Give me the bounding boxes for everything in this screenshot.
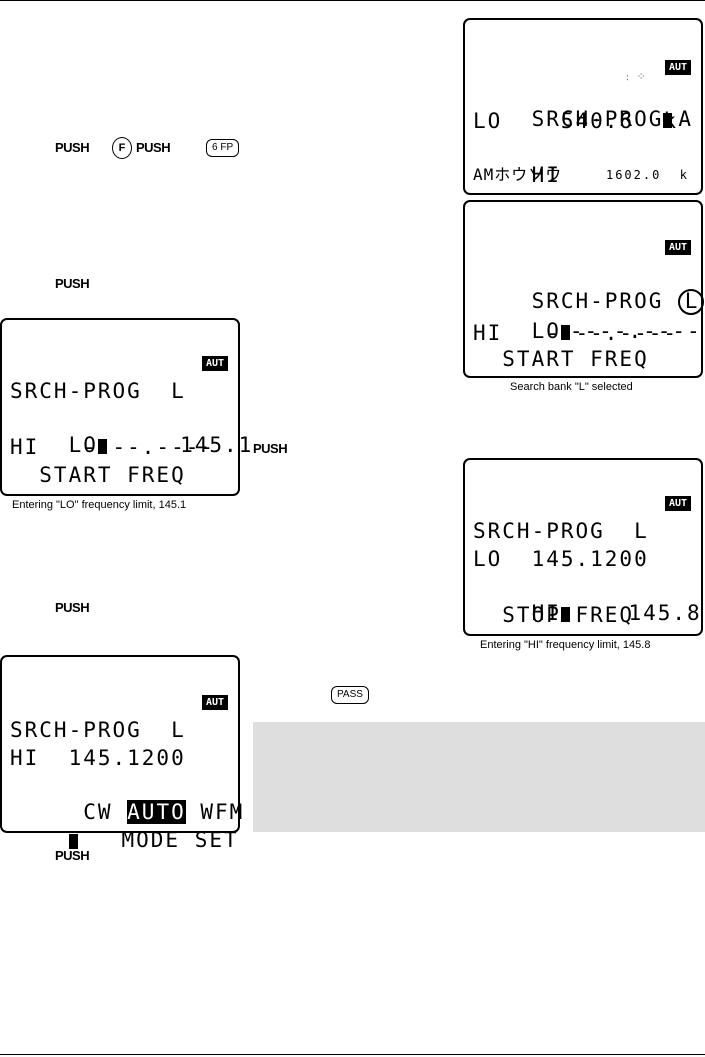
push-label-4: PUSH xyxy=(55,600,90,615)
lcd-line-2: LO 145.1200 xyxy=(473,547,649,571)
aut-badge: AUT xyxy=(665,496,691,511)
pass-key-icon[interactable]: PASS xyxy=(331,686,369,704)
lcd-line-4: MODE SET xyxy=(10,801,237,852)
cursor-icon xyxy=(663,113,673,128)
lcd-caption-4: Entering "HI" frequency limit, 145.8 xyxy=(480,639,651,651)
aut-badge: AUT xyxy=(665,240,691,255)
f-key-icon[interactable]: F xyxy=(112,137,132,159)
lcd-line-3: HI 145.8 xyxy=(531,601,702,625)
cursor-icon xyxy=(560,607,570,622)
lcd-line-1: SRCH-PROG L xyxy=(473,519,649,543)
lcd-line-4: START FREQ xyxy=(10,463,186,487)
circled-bank-letter: L xyxy=(678,289,705,315)
lcd-line-3: HI ----.---- xyxy=(473,321,679,345)
aut-badge: AUT xyxy=(202,695,228,710)
lcd-line-2: HI 145.1200 xyxy=(10,746,186,770)
lcd-line-1: SRCH-PROG L xyxy=(10,718,186,742)
lcd-line-4: AMホウソウ xyxy=(473,165,563,184)
lcd-display-5: AUT SRCH-PROG L HI 145.1200 CW AUTO WFM … xyxy=(0,655,245,852)
lcd-line-2: LO 540.6 k xyxy=(473,109,679,133)
lcd-caption-3: Entering "LO" frequency limit, 145.1 xyxy=(12,499,187,511)
lcd-display-2: AUT SRCH-PROG L LO----.---- HI ----.----… xyxy=(463,200,705,378)
bottom-rule xyxy=(0,1054,705,1055)
lcd-line-1: SRCH-PROG L xyxy=(473,262,705,315)
cursor-icon xyxy=(68,834,78,849)
lcd-line-3: HI ----.---- xyxy=(10,435,216,459)
lcd-line-4: STOP FREQ xyxy=(473,603,635,627)
blink-indicator-icon: ﹕ ⁘ xyxy=(622,70,646,83)
push-label-1b: PUSH xyxy=(136,140,171,155)
fp-key-icon[interactable]: 6 FP xyxy=(206,139,240,157)
push-label-1: PUSH xyxy=(55,140,90,155)
lcd-line-4: START FREQ xyxy=(473,347,649,371)
cursor-icon xyxy=(97,439,107,454)
lcd-line-3: CW AUTO WFM xyxy=(68,800,245,824)
lcd-line-2: LO 145.1 xyxy=(68,433,254,457)
lcd-display-3: AUT SRCH-PROG L LO 145.1 HI ----.---- ST… xyxy=(0,318,254,496)
push-label-5: PUSH xyxy=(55,848,90,863)
aut-badge: AUT xyxy=(202,356,228,371)
note-box xyxy=(253,722,705,832)
highlighted-mode: AUTO xyxy=(127,800,186,824)
lcd-line-1: SRCH-PROG L xyxy=(10,379,186,403)
lcd-display-4: AUT SRCH-PROG L LO 145.1200 HI 145.8 STO… xyxy=(463,458,703,636)
lcd-line-2: LO----.---- xyxy=(531,319,702,343)
top-rule xyxy=(0,0,705,1)
lcd-caption-2: Search bank "L" selected xyxy=(510,381,633,393)
push-label-3: PUSH xyxy=(253,441,288,456)
cursor-icon xyxy=(560,325,570,340)
push-label-2: PUSH xyxy=(55,276,90,291)
aut-badge: AUT xyxy=(665,60,691,75)
